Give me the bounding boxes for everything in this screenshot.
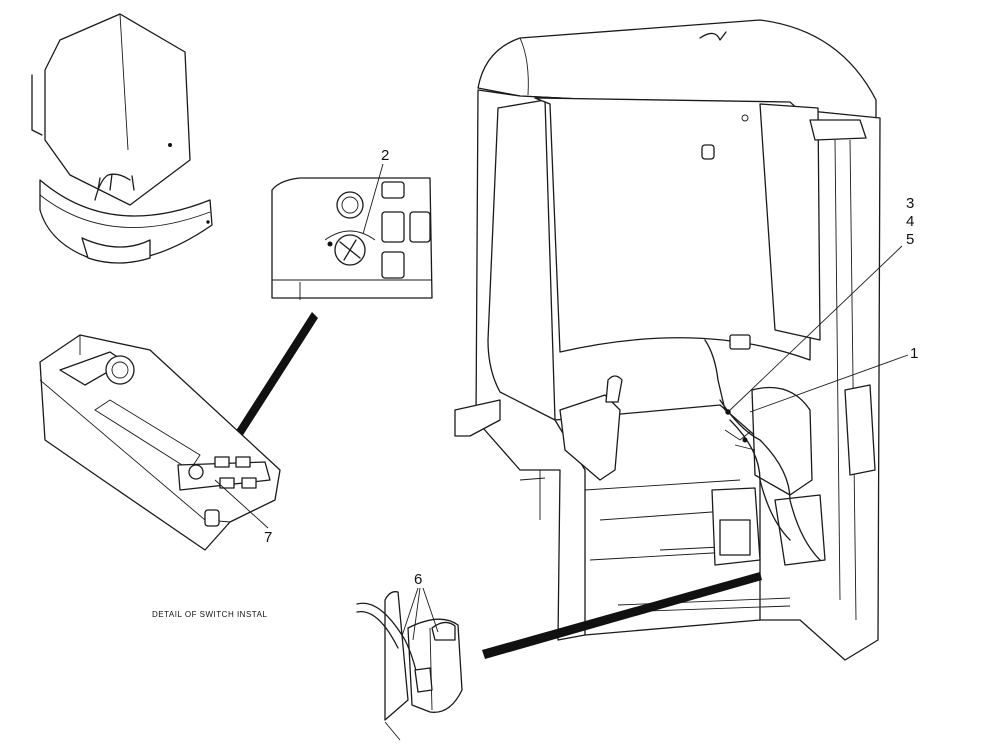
detail-pointer-top [216, 312, 318, 468]
leader-2 [362, 163, 384, 235]
leader-1 [749, 354, 909, 413]
callout-5: 5 [906, 231, 914, 248]
callout-4: 4 [906, 213, 914, 230]
callout-2: 2 [381, 147, 389, 164]
seat-back-illustration [31, 13, 213, 264]
console-detail [39, 334, 281, 551]
switch-panel-detail [271, 177, 433, 300]
caption: DETAIL OF SWITCH INSTAL [152, 610, 267, 619]
detail-pointer-bottom [482, 572, 762, 659]
callout-7: 7 [264, 529, 272, 546]
leader-3-4-5 [727, 245, 903, 413]
leader-7 [214, 479, 269, 529]
leader-6a [401, 587, 419, 637]
leader-6c [422, 587, 439, 633]
callout-3: 3 [906, 195, 914, 212]
harness-detail [356, 591, 463, 741]
leader-6b [412, 587, 421, 641]
callout-6: 6 [414, 571, 422, 588]
cab-illustration [454, 19, 881, 661]
callout-1: 1 [910, 345, 918, 362]
